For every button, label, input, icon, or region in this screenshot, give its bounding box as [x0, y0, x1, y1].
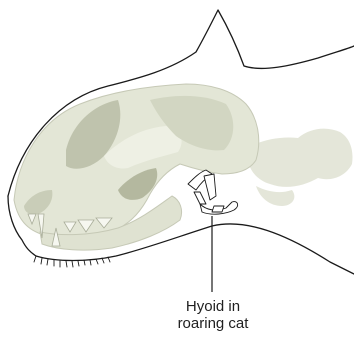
hyoid-label-line-2: roaring cat — [150, 315, 276, 333]
skull — [14, 84, 259, 250]
hyoid-bone — [188, 170, 238, 214]
spine-vertebrae — [246, 129, 353, 206]
hyoid-label-line-1: Hyoid in — [150, 298, 276, 316]
